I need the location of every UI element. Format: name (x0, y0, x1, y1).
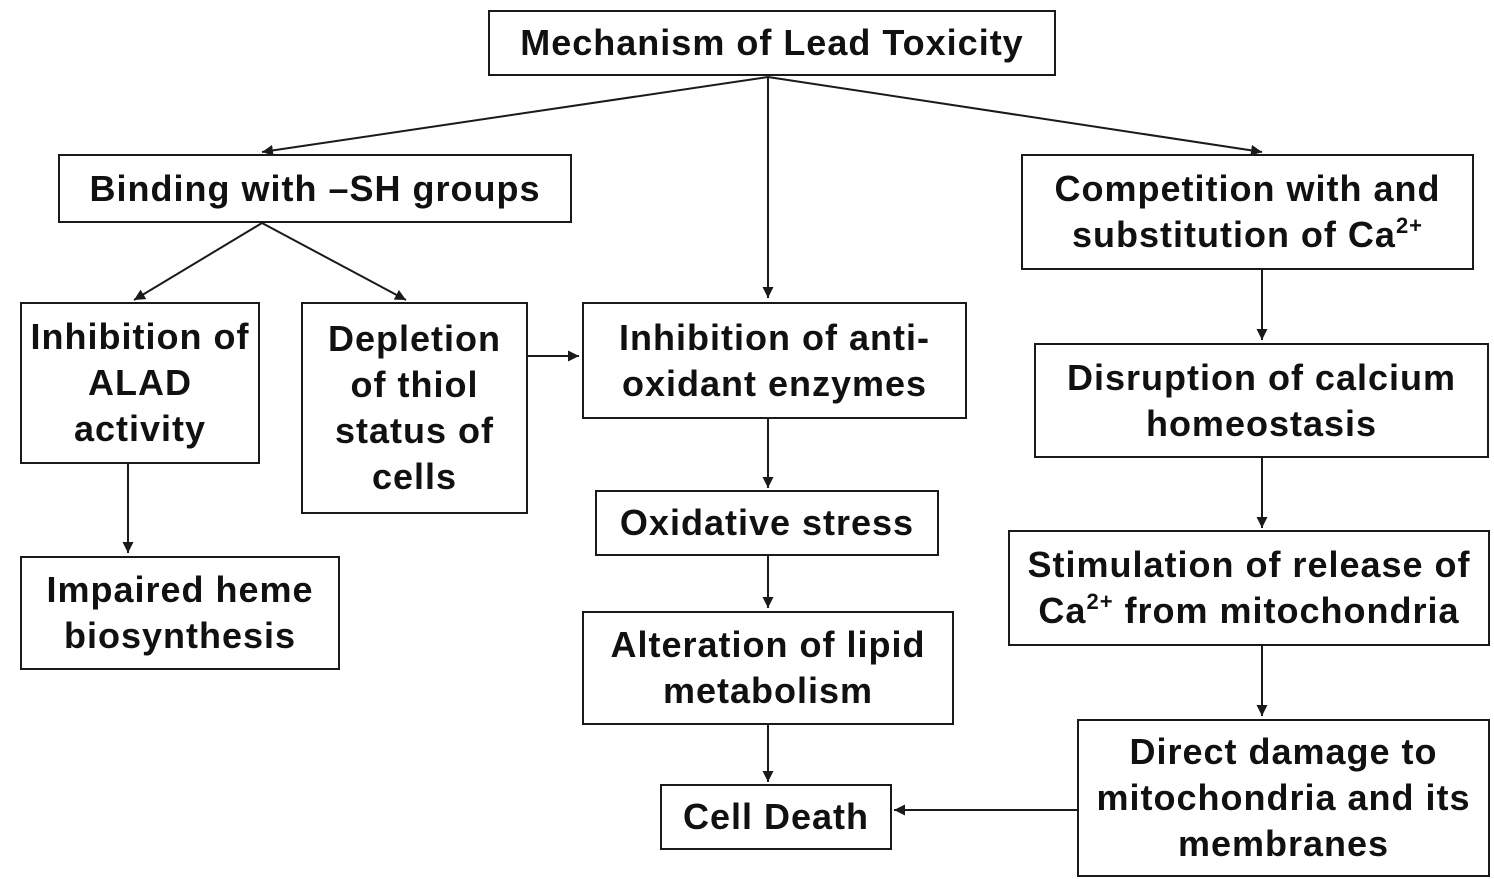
alad-inhibition-box: Inhibition of ALAD activity (20, 302, 260, 464)
arrow-binding-to-thiol (261, 222, 407, 301)
lipid-metabolism-text: Alteration of lipid metabolism (610, 624, 926, 711)
release-line2-suffix: from mitochondria (1113, 590, 1460, 631)
antioxidant-inhibition-text: Inhibition of anti-oxidant enzymes (619, 316, 930, 404)
heme-biosynthesis-box: Impaired heme biosynthesis (20, 556, 340, 670)
competition-calcium-box: Competition with and substitution of Ca2… (1021, 154, 1474, 270)
competition-line2-sup: 2+ (1395, 213, 1424, 238)
calcium-homeostasis-text: Disruption of calcium homeostasis (1066, 356, 1457, 444)
binding-sh-groups-box: Binding with –SH groups (58, 154, 572, 223)
competition-line1: Competition with and (1054, 168, 1441, 209)
oxidative-stress-box: Oxidative stress (595, 490, 939, 556)
cell-death-text: Cell Death (682, 796, 870, 837)
release-line1: Stimulation of release of (1027, 544, 1471, 585)
calcium-homeostasis-box: Disruption of calcium homeostasis (1034, 343, 1489, 458)
lipid-metabolism-box: Alteration of lipid metabolism (582, 611, 954, 725)
oxidative-stress-text: Oxidative stress (619, 502, 915, 543)
arrow-binding-to-alad (133, 222, 263, 301)
competition-line2-prefix: substitution of Ca (1071, 214, 1396, 255)
calcium-release-text: Stimulation of release of Ca2+ from mito… (1027, 542, 1470, 634)
title-box: Mechanism of Lead Toxicity (488, 10, 1056, 76)
title-text: Mechanism of Lead Toxicity (520, 22, 1024, 63)
arrow-title-to-competition (767, 76, 1263, 156)
cell-death-box: Cell Death (660, 784, 892, 850)
release-line2-prefix: Ca (1038, 590, 1087, 631)
arrow-title-to-binding (261, 76, 769, 156)
thiol-depletion-text: Depletion of thiol status of cells (327, 318, 501, 497)
mitochondria-damage-box: Direct damage to mitochondria and its me… (1077, 719, 1490, 877)
competition-calcium-text: Competition with and substitution of Ca2… (1055, 166, 1441, 258)
calcium-release-box: Stimulation of release of Ca2+ from mito… (1008, 530, 1490, 646)
antioxidant-inhibition-box: Inhibition of anti-oxidant enzymes (582, 302, 967, 419)
competition-line2: substitution of Ca2+ (1055, 212, 1441, 258)
heme-biosynthesis-text: Impaired heme biosynthesis (46, 569, 314, 656)
binding-sh-groups-text: Binding with –SH groups (89, 167, 541, 209)
release-line2-sup: 2+ (1086, 589, 1114, 614)
mitochondria-damage-text: Direct damage to mitochondria and its me… (1096, 731, 1471, 864)
thiol-depletion-box: Depletion of thiol status of cells (301, 302, 528, 514)
release-line2: Ca2+ from mitochondria (1027, 588, 1470, 634)
alad-inhibition-text: Inhibition of ALAD activity (30, 316, 250, 449)
